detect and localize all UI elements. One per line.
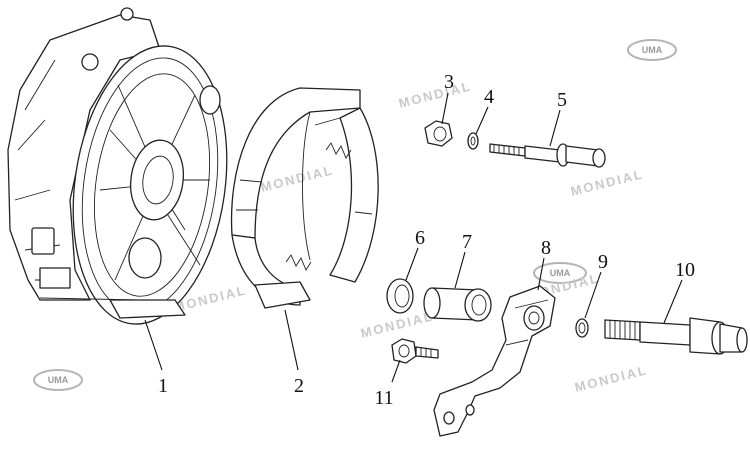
leader-lines xyxy=(144,92,683,383)
svg-text:UMA: UMA xyxy=(48,375,69,385)
callout-10: 10 xyxy=(675,259,695,281)
uma-logo-center: UMA xyxy=(533,262,587,284)
part-2-brake-shoes xyxy=(230,87,379,309)
mondial-watermark-3: MONDIAL xyxy=(569,166,645,199)
callout-9: 9 xyxy=(598,251,608,273)
mondial-watermark-2: MONDIAL xyxy=(397,78,473,111)
part-11-flange-bolt xyxy=(391,338,439,364)
part-1-brake-panel xyxy=(7,7,228,325)
callout-1: 1 xyxy=(158,375,168,397)
svg-text:UMA: UMA xyxy=(550,268,571,278)
part-6-seal-ring xyxy=(386,278,414,314)
callout-4: 4 xyxy=(484,86,494,108)
callout-5: 5 xyxy=(557,89,567,111)
mondial-watermark-4: MONDIAL xyxy=(259,162,335,195)
callout-3: 3 xyxy=(444,71,454,93)
part-10-camshaft xyxy=(604,317,748,355)
part-3-nut xyxy=(424,120,453,147)
uma-logo-bottom-left: UMA xyxy=(33,369,83,391)
svg-text:UMA: UMA xyxy=(642,45,663,55)
part-7-bushing xyxy=(423,287,492,322)
callout-7: 7 xyxy=(462,231,472,253)
callout-8: 8 xyxy=(541,237,551,259)
part-8-brake-arm xyxy=(433,285,556,437)
uma-logo-top-right: UMA xyxy=(627,39,677,61)
callout-2: 2 xyxy=(294,375,304,397)
callout-11: 11 xyxy=(374,387,393,409)
part-9-washer xyxy=(575,318,589,338)
part-5-bolt xyxy=(489,143,606,168)
callout-numbers: 1 2 3 4 5 6 7 8 9 10 11 xyxy=(158,71,695,409)
callout-6: 6 xyxy=(415,227,425,249)
mondial-watermark-7: MONDIAL xyxy=(573,362,649,395)
part-4-washer xyxy=(467,132,479,150)
